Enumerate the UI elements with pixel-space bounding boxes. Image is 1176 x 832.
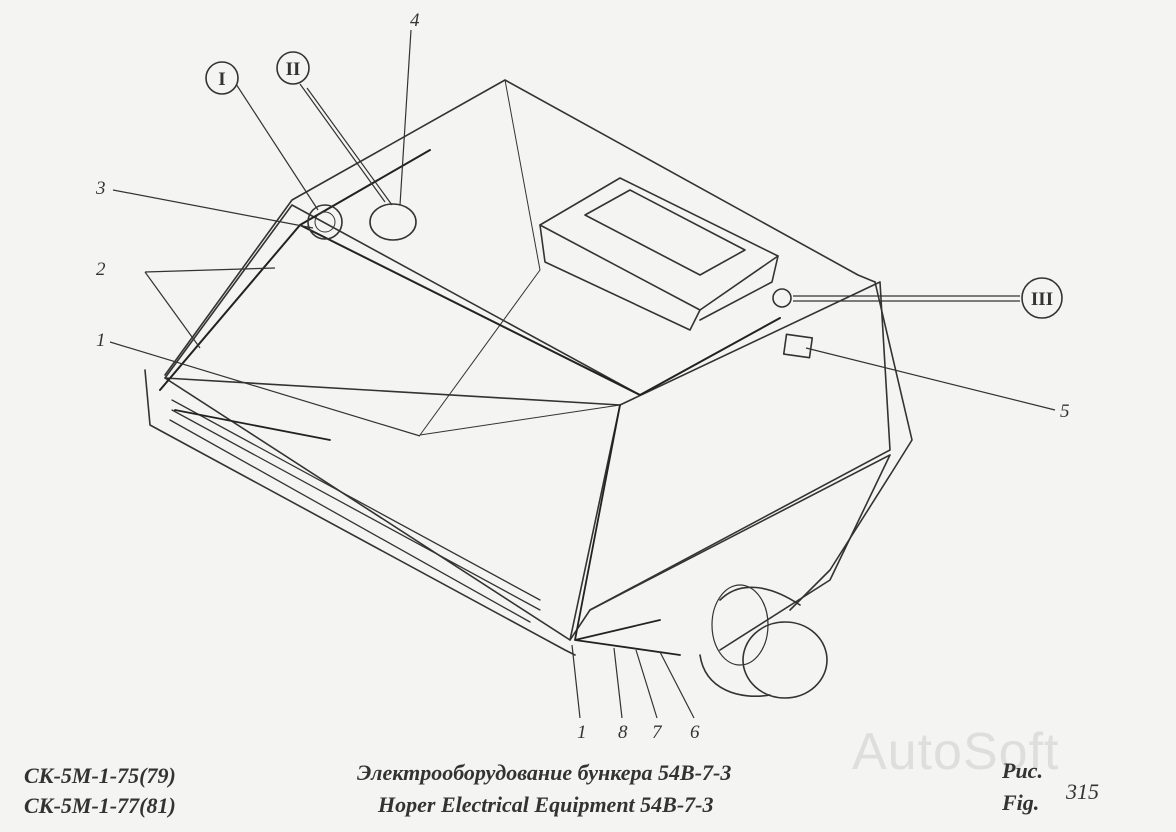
label-2: 2 — [96, 259, 106, 280]
label-3: 3 — [95, 178, 106, 199]
label-5: 5 — [1060, 401, 1070, 422]
connector-5 — [782, 333, 814, 359]
hopper-fold-2 — [419, 404, 621, 436]
model-line-2: СК-5М-1-77(81) — [24, 793, 176, 818]
label-4: 4 — [410, 10, 420, 31]
hopper-front-panel — [164, 377, 621, 641]
hopper-top-edge — [164, 79, 876, 376]
sensor-III — [772, 288, 792, 308]
hopper-left-front-edge — [144, 369, 576, 656]
hopper-fold-1 — [419, 79, 541, 436]
unloading-tube-flange — [711, 584, 769, 666]
detail-circle-III — [1021, 277, 1063, 319]
caption-russian: Электрооборудование бункера 54В-7-3 — [357, 760, 732, 785]
label-7: 7 — [652, 722, 663, 743]
top-hatch-inner — [584, 189, 746, 276]
top-hatch-side — [539, 224, 779, 331]
wiring-harness-main — [159, 149, 781, 396]
fig-label-english: Fig. — [1002, 790, 1040, 815]
wiring-harness-front — [574, 404, 681, 656]
label-1-bottom: 1 — [577, 722, 587, 743]
label-III: III — [1031, 289, 1053, 310]
top-hatch-outer — [539, 177, 779, 311]
watermark: AutoSoft — [852, 723, 1060, 781]
label-I: I — [218, 69, 225, 90]
detail-circle-I — [205, 61, 239, 95]
hopper-bottom-right — [589, 454, 891, 651]
label-6: 6 — [690, 722, 700, 743]
label-II: II — [286, 59, 301, 80]
detail-circle-II — [276, 51, 310, 85]
sensor-4 — [369, 203, 417, 241]
fig-label-russian: Рис. — [1002, 758, 1043, 783]
wiring-harness-left — [174, 409, 331, 441]
caption-english: Hoper Electrical Equipment 54B-7-3 — [378, 792, 714, 817]
unloading-tube-body — [699, 586, 801, 697]
unloading-tube-end — [742, 621, 828, 699]
figure-number: 315 — [1066, 779, 1099, 804]
label-8: 8 — [618, 722, 628, 743]
hopper-rail — [169, 399, 541, 623]
hopper-inner-left — [164, 204, 641, 396]
label-1-left: 1 — [96, 330, 106, 351]
hopper-front-right — [569, 281, 891, 641]
lamp-3 — [307, 204, 343, 240]
model-line-1: СК-5М-1-75(79) — [24, 763, 176, 788]
hopper-right-side — [789, 281, 913, 611]
